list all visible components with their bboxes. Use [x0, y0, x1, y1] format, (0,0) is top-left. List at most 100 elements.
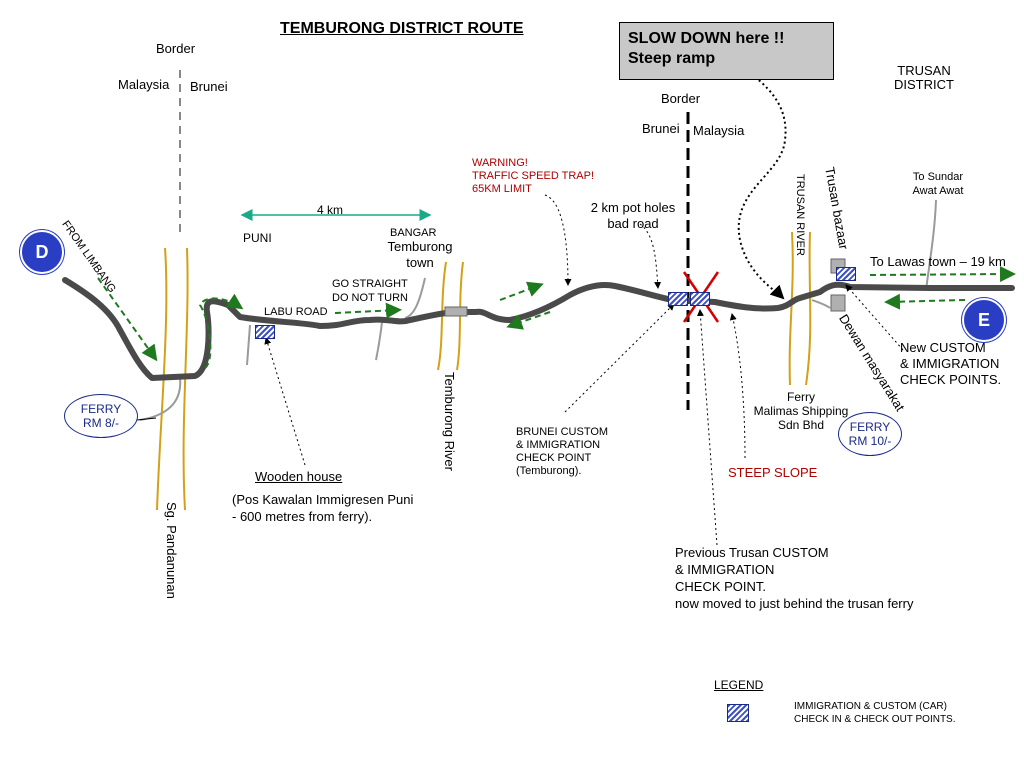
border-west-brunei: Brunei: [190, 79, 228, 94]
side-road-temburong-town: [375, 321, 383, 361]
trusan-river-label: TRUSAN RIVER: [794, 174, 806, 256]
new-custom-line-2: & IMMIGRATION: [900, 356, 1000, 371]
ferry-malimas-line-1: Ferry: [787, 390, 815, 404]
marker-e: E: [962, 298, 1006, 342]
previous-trusan-label: Previous Trusan CUSTOM & IMMIGRATION CHE…: [675, 544, 913, 612]
speed-trap-warning: WARNING! TRAFFIC SPEED TRAP! 65KM LIMIT: [472, 157, 594, 196]
pointer-previous-trusan: [696, 309, 718, 546]
pointer-ferry-west: [136, 417, 157, 421]
river-trusan-bank-2: [805, 231, 812, 386]
scale-label: 4 km: [317, 203, 344, 217]
slow-down-line-1: SLOW DOWN here !!: [628, 30, 785, 47]
pot-holes-label: 2 km pot holes bad road: [578, 200, 688, 232]
ferry-malimas-label: Ferry Malimas Shipping Sdn Bhd: [746, 390, 856, 432]
previous-trusan-line-2: & IMMIGRATION: [675, 562, 775, 577]
temburong-town-line-1: Temburong: [387, 239, 453, 254]
arrow-from-limbang: [97, 277, 158, 362]
arrow-westbound-1: [506, 311, 551, 330]
legend-line-2: CHECK IN & CHECK OUT POINTS.: [794, 714, 956, 725]
to-sundar-line-2: Awat Awat: [912, 185, 964, 197]
river-temburong-bank-1: [437, 261, 447, 371]
ferry-west-line-2: RM 8/-: [83, 416, 119, 430]
new-custom-label: New CUSTOM & IMMIGRATION CHECK POINTS.: [900, 340, 1001, 388]
checkpoint-wooden-house: [255, 325, 275, 339]
puni-label: PUNI: [243, 231, 272, 245]
to-lawas-label: To Lawas town – 19 km: [870, 254, 1006, 269]
ferry-malimas-line-3: Sdn Bhd: [777, 418, 825, 432]
wooden-house-title: Wooden house: [255, 469, 343, 484]
pointer-steep-slope: [729, 313, 746, 459]
border-west-label: Border: [156, 41, 196, 56]
checkpoint-new-trusan: [836, 267, 856, 281]
to-sundar-line-1: To Sundar: [912, 171, 964, 183]
brunei-custom-line-3: CHECK POINT: [516, 452, 592, 464]
speed-trap-line-3: 65KM LIMIT: [472, 183, 532, 195]
side-road-bangar: [404, 277, 426, 319]
side-road-trusan-jetty: [811, 299, 831, 309]
ferry-malimas-line-2: Malimas Shipping: [753, 404, 849, 418]
river-pandanunan-bank-1: [156, 247, 168, 511]
bridge-temburong: [444, 306, 468, 317]
page-title: TEMBURONG DISTRICT ROUTE: [280, 20, 524, 37]
trusan-district-label: TRUSAN DISTRICT: [884, 64, 964, 92]
wooden-house-line-2: - 600 metres from ferry).: [232, 509, 373, 524]
go-straight-label: GO STRAIGHT DO NOT TURN: [332, 277, 408, 305]
legend-checkpoint-swatch: [727, 704, 749, 722]
brunei-custom-line-4: (Temburong).: [516, 465, 582, 477]
ferry-east-badge: FERRY RM 10/-: [838, 412, 902, 456]
legend-title: LEGEND: [714, 678, 764, 692]
pot-holes-line-1: 2 km pot holes: [590, 200, 676, 215]
border-east-brunei: Brunei: [642, 121, 680, 136]
slow-down-line-2: Steep ramp: [628, 50, 716, 67]
ferry-east-line-1: FERRY: [849, 420, 891, 434]
building-dewan-masyarakat: [830, 294, 846, 312]
trusan-district-line-1: TRUSAN: [897, 63, 951, 78]
pointer-pot-holes: [639, 223, 662, 289]
legend-description: IMMIGRATION & CUSTOM (CAR) CHECK IN & CH…: [794, 700, 956, 726]
labu-road-label: LABU ROAD: [264, 306, 328, 318]
brunei-custom-label: BRUNEI CUSTOM & IMMIGRATION CHECK POINT …: [516, 426, 608, 478]
pointer-brunei-custom: [564, 303, 675, 413]
checkpoint-brunei: [668, 292, 688, 306]
arrow-eastbound-1: [499, 281, 544, 301]
temburong-river-label: Temburong River: [442, 372, 457, 471]
side-road-ferry-west: [139, 377, 182, 421]
pointer-speed-trap: [544, 194, 572, 286]
sg-pandanunan-label: Sg. Pandanunan: [164, 502, 179, 599]
previous-trusan-line-1: Previous Trusan CUSTOM: [675, 545, 829, 560]
temburong-town-line-2: town: [406, 255, 434, 270]
pointer-steep-ramp: [734, 61, 787, 300]
border-east-label: Border: [661, 91, 701, 106]
border-west-malaysia: Malaysia: [118, 77, 170, 92]
brunei-custom-line-1: BRUNEI CUSTOM: [516, 426, 609, 438]
new-custom-line-1: New CUSTOM: [900, 340, 986, 355]
checkpoint-previous-trusan: [690, 292, 710, 306]
arrow-to-lawas: [869, 266, 1016, 283]
bangar-label: BANGAR: [390, 227, 437, 239]
previous-trusan-line-3: CHECK POINT.: [675, 579, 767, 594]
brunei-custom-line-2: & IMMIGRATION: [516, 439, 601, 451]
pointer-wooden-house: [264, 337, 306, 466]
marker-d: D: [20, 230, 64, 274]
slow-down-box: SLOW DOWN here !! Steep ramp: [619, 22, 834, 80]
ferry-west-line-1: FERRY: [80, 402, 122, 416]
trusan-district-line-2: DISTRICT: [894, 77, 954, 92]
arrow-loop: [198, 293, 244, 369]
side-road-sundar: [925, 199, 937, 291]
border-east-malaysia: Malaysia: [693, 123, 745, 138]
legend-line-1: IMMIGRATION & CUSTOM (CAR): [794, 701, 947, 712]
river-trusan-bank-1: [788, 231, 794, 386]
new-custom-line-3: CHECK POINTS.: [900, 372, 1002, 387]
go-straight-line-2: DO NOT TURN: [332, 292, 408, 304]
arrow-from-lawas: [884, 293, 966, 310]
previous-trusan-line-4: now moved to just behind the trusan ferr…: [675, 596, 914, 611]
pot-holes-line-2: bad road: [607, 216, 659, 231]
speed-trap-line-2: TRAFFIC SPEED TRAP!: [472, 170, 595, 182]
arrow-go-straight: [334, 302, 402, 319]
wooden-house-line-1: (Pos Kawalan Immigresen Puni: [232, 492, 414, 507]
speed-trap-line-1: WARNING!: [472, 157, 528, 169]
side-road-puni: [246, 324, 251, 366]
ferry-east-line-2: RM 10/-: [848, 434, 892, 448]
wooden-house-desc: (Pos Kawalan Immigresen Puni - 600 metre…: [232, 491, 413, 525]
